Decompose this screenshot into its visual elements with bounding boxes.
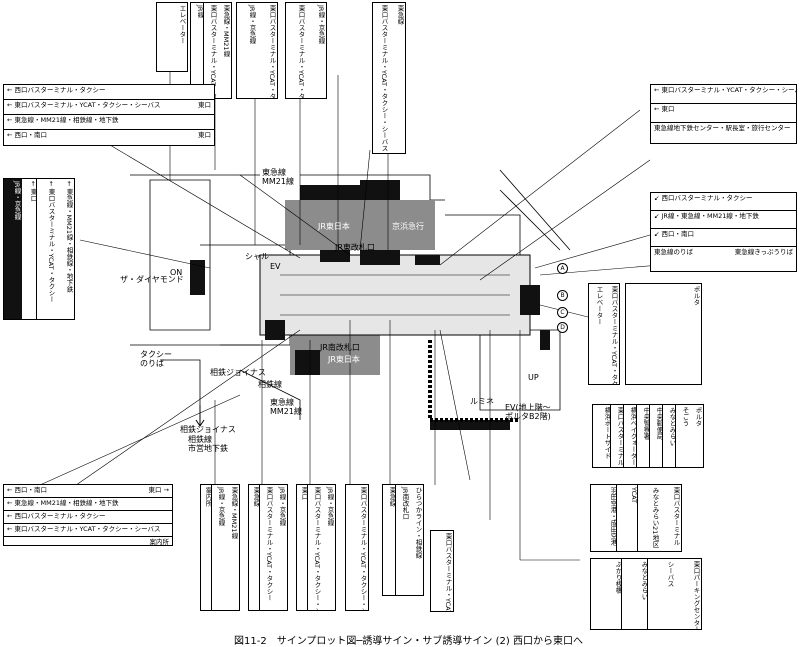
- marker-b: B: [557, 290, 568, 301]
- marker-c: C: [557, 307, 568, 318]
- sign-right-2: ↙ 西口バスターミナル・タクシー ↙ JR線・東急線・MM21線・地下鉄 ↙ 西…: [650, 192, 797, 272]
- sign-right-3: 東口バスターミナル・YCAT・タクシー・シーバス エレベーター: [588, 283, 620, 385]
- marker-a: A: [557, 263, 568, 274]
- sign-bottom-4: 東口バスターミナル・YCAT・タクシー・シーバス: [345, 484, 369, 611]
- sign-row: ← 西口バスターミナル・タクシー: [4, 85, 214, 100]
- sign-bottom-1: 東急線・MM21線 JR線・京急線 案内所: [200, 484, 240, 611]
- label-the-diamond: ザ・ダイヤモンド: [120, 275, 184, 284]
- sign-row: 案内所: [149, 538, 170, 546]
- sign-row: ← 西口・南口東口 →: [4, 485, 172, 498]
- sign-row: ← 東口バスターミナル・YCAT・タクシー・シーバス東口: [4, 100, 214, 115]
- label-keikyu: 京浜急行: [392, 222, 424, 231]
- label-lumine: ルミネ: [470, 397, 494, 406]
- sign-row: ↙ JR線・東急線・MM21線・地下鉄: [651, 211, 796, 229]
- sign-bottom-left: ← 西口・南口東口 → ← 東急線・MM21線・相鉄線・地下鉄 ← 西口バスター…: [3, 484, 173, 546]
- sign-row: ← 西口・南口東口: [7, 131, 211, 139]
- sign-left-1: ← 西口バスターミナル・タクシー ← 東口バスターミナル・YCAT・タクシー・シ…: [3, 84, 215, 146]
- label-ev-note: EV(地上階〜ポルタB2階): [505, 403, 551, 421]
- jr-east-zone: [285, 200, 435, 250]
- sign-bottom-6: 東口バスターミナル・YCAT・タクシー・シーバス: [430, 530, 454, 612]
- sign-right-4: ポルタ そごう みなとみらい 中央郵便局 中央警察署 横浜ベイクォーター 東口バ…: [592, 404, 704, 468]
- sign-top-2: 東急線・MM21線 東口バスターミナル・YCAT・タクシー JR線: [190, 2, 232, 99]
- label-subway: 相鉄線市営地下鉄: [188, 435, 228, 453]
- sign-bottom-2: JR線・京急線 東口バスターミナル・YCAT・タクシー 東急線: [248, 484, 288, 611]
- label-jr-east-gate: JR東改札口: [335, 243, 375, 252]
- label-up: UP: [528, 373, 539, 382]
- label-sotetsu-joinus: 相鉄ジョイナス: [210, 368, 266, 377]
- sign-row: 東急線地下鉄センター・駅長室・旅行センター: [654, 124, 791, 132]
- sign-right-1: ← 東口バスターミナル・YCAT・タクシー・シーバス ← 東口 東急線地下鉄セン…: [650, 84, 797, 144]
- sign-bottom-3: JR線・京急線 東口バスターミナル・YCAT・タクシー・シーバス 東口: [296, 484, 336, 611]
- sign-row: ← 東口バスターミナル・YCAT・タクシー・シーバス: [4, 524, 172, 537]
- sign-right-6: 東口パーキングセンター シーバス みなとみらい ぷかり桟橋: [590, 558, 702, 630]
- sign-left-2: ← 東急線・MM21線・相鉄線・地下鉄 ← 東口バスターミナル・YCAT・タクシ…: [3, 178, 75, 320]
- sign-row: ← 西口バスターミナル・タクシー: [4, 511, 172, 524]
- sign-top-3: 東口バスターミナル・YCAT・タクシー・シーバス JR線・京急線: [236, 2, 278, 99]
- sign-right-3b: ポルタ: [625, 283, 702, 385]
- sign-top-5: 東急線 東口バスターミナル・YCAT・タクシー・シーバス: [372, 2, 406, 154]
- sign-row: ↙ 西口・南口: [651, 229, 796, 247]
- figure-caption: 図11-2 サインプロット図─誘導サイン・サブ誘導サイン (2) 西口から東口へ: [234, 636, 583, 647]
- label-jr-east-south: JR東日本: [328, 355, 360, 364]
- sign-row: ← 東口バスターミナル・YCAT・タクシー・シーバス: [651, 85, 796, 104]
- sign-top-1: エレベーター: [156, 2, 188, 72]
- label-on: ON: [170, 268, 183, 277]
- sign-row: ← 東急線・MM21線・相鉄線・地下鉄: [4, 115, 214, 130]
- sign-right-5: 東口バスターミナル みなとみらい21地区 YCAT 羽田空港・成田空港: [590, 484, 682, 552]
- label-sotetsu-joinus-2: 相鉄ジョイナス: [180, 425, 236, 434]
- sign-row: 東急線のりば東急線きっぷうりば: [654, 248, 793, 256]
- label-jr-east: JR東日本: [318, 222, 350, 231]
- marker-d: D: [557, 322, 568, 333]
- sign-row: ↙ 西口バスターミナル・タクシー: [651, 193, 796, 211]
- label-sharu: シャル: [245, 252, 269, 261]
- sign-top-4: JR線・京急線 東口バスターミナル・YCAT・タクシー・シーバス: [285, 2, 327, 99]
- label-sotetsu: 相鉄線: [258, 380, 282, 389]
- label-ev: EV: [270, 262, 281, 271]
- sign-bottom-5: ひらつかライン・相鉄線 JR南改札口 東急線: [382, 484, 424, 596]
- label-jr-south-gate: JR南改札口: [320, 343, 360, 352]
- sign-row: ← 東口: [651, 104, 796, 123]
- label-taxi: タクシーのりば: [140, 350, 172, 368]
- sign-row: ← 東急線・MM21線・相鉄線・地下鉄: [4, 498, 172, 511]
